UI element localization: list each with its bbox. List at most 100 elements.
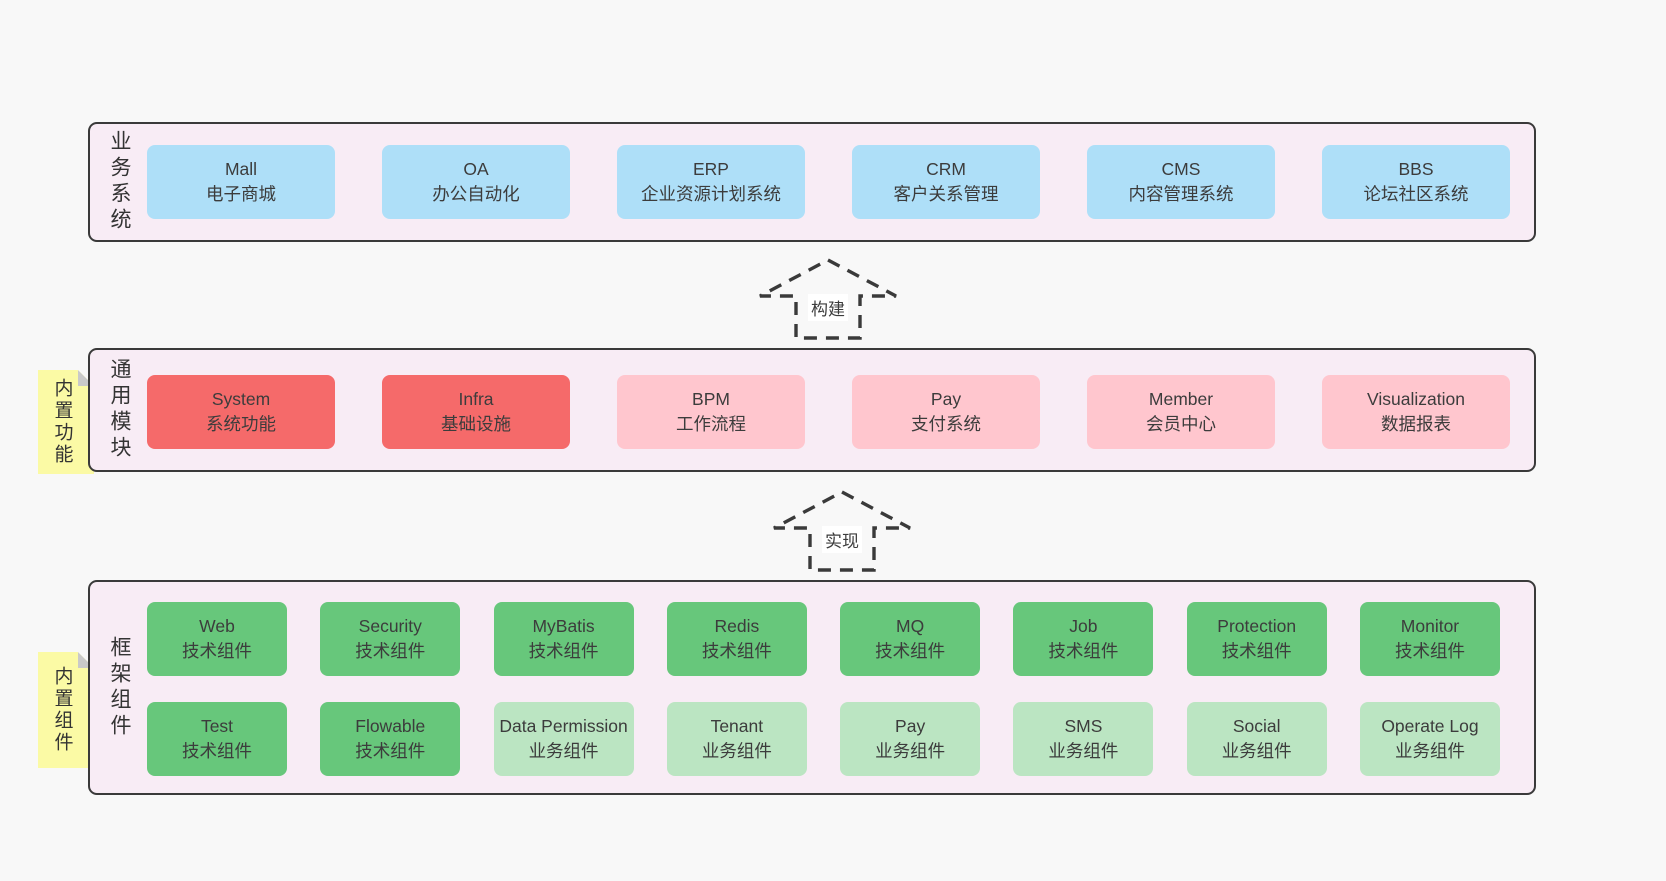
box-title: Member (1148, 389, 1214, 410)
component-box-row-1: Web 技术组件 Security 技术组件 MyBatis 技术组件 Redi… (147, 602, 1500, 676)
box-mq: MQ 技术组件 (840, 602, 981, 676)
box-title: Social (1232, 716, 1281, 737)
box-member: Member 会员中心 (1087, 375, 1275, 449)
box-subtitle: 数据报表 (1381, 414, 1451, 434)
layer-common-modules: 通用模块 System 系统功能 Infra 基础设施 BPM 工作流程 Pay… (88, 348, 1536, 472)
box-sms: SMS 业务组件 (1013, 702, 1154, 776)
box-web: Web 技术组件 (147, 602, 287, 676)
box-operate-log: Operate Log 业务组件 (1359, 702, 1500, 776)
box-mybatis: MyBatis 技术组件 (493, 602, 634, 676)
build-arrow: 构建 (756, 256, 900, 342)
box-redis: Redis 技术组件 (666, 602, 807, 676)
box-subtitle: 系统功能 (206, 414, 276, 434)
box-subtitle: 业务组件 (1221, 741, 1292, 761)
box-subtitle: 技术组件 (182, 641, 252, 661)
implement-arrow-label: 实现 (822, 526, 862, 553)
box-subtitle: 论坛社区系统 (1363, 184, 1469, 204)
box-subtitle: 技术组件 (701, 641, 772, 661)
box-subtitle: 业务组件 (528, 741, 599, 761)
box-subtitle: 技术组件 (182, 741, 252, 761)
box-title: Pay (895, 716, 926, 737)
box-visualization: Visualization 数据报表 (1322, 375, 1510, 449)
business-box-row: Mall 电子商城 OA 办公自动化 ERP 企业资源计划系统 CRM 客户关系… (147, 145, 1510, 219)
box-flowable: Flowable 技术组件 (320, 702, 461, 776)
box-oa: OA 办公自动化 (382, 145, 570, 219)
box-title: Monitor (1400, 616, 1460, 637)
box-subtitle: 技术组件 (528, 641, 599, 661)
box-pay-business: Pay 业务组件 (840, 702, 981, 776)
box-bpm: BPM 工作流程 (617, 375, 805, 449)
box-subtitle: 办公自动化 (432, 184, 520, 204)
box-subtitle: 电子商城 (206, 184, 276, 204)
box-title: Visualization (1367, 389, 1465, 410)
layer-framework-components: 框架组件 Web 技术组件 Security 技术组件 MyBatis 技术组件… (88, 580, 1536, 795)
layer-business-systems: 业务系统 Mall 电子商城 OA 办公自动化 ERP 企业资源计划系统 CRM… (88, 122, 1536, 242)
box-test: Test 技术组件 (147, 702, 287, 776)
sticky-note-builtin-functions: 内置功能 (38, 370, 94, 474)
box-title: Pay (930, 389, 962, 410)
box-title: Operate Log (1381, 716, 1479, 737)
box-subtitle: 业务组件 (1394, 741, 1465, 761)
build-arrow-label: 构建 (808, 294, 848, 321)
box-title: SMS (1064, 716, 1103, 737)
box-subtitle: 工作流程 (676, 414, 746, 434)
box-social: Social 业务组件 (1186, 702, 1327, 776)
box-subtitle: 技术组件 (355, 741, 426, 761)
layer-business-label: 业务系统 (108, 130, 131, 234)
box-title: Redis (714, 616, 760, 637)
note-text: 内置组件 (51, 666, 73, 754)
box-subtitle: 业务组件 (875, 741, 946, 761)
box-infra: Infra 基础设施 (382, 375, 570, 449)
box-subtitle: 内容管理系统 (1128, 184, 1234, 204)
box-title: BPM (692, 389, 730, 410)
box-job: Job 技术组件 (1013, 602, 1154, 676)
box-mall: Mall 电子商城 (147, 145, 335, 219)
box-subtitle: 客户关系管理 (893, 184, 999, 204)
layer-common-label: 通用模块 (108, 358, 131, 462)
box-title: MQ (896, 616, 925, 637)
box-title: Test (200, 716, 234, 737)
box-title: Mall (224, 159, 258, 180)
box-title: Security (358, 616, 422, 637)
box-subtitle: 会员中心 (1146, 414, 1216, 434)
box-title: CMS (1161, 159, 1201, 180)
box-erp: ERP 企业资源计划系统 (617, 145, 805, 219)
note-text: 内置功能 (51, 378, 73, 466)
module-box-row: System 系统功能 Infra 基础设施 BPM 工作流程 Pay 支付系统… (147, 375, 1510, 449)
box-title: Job (1069, 616, 1098, 637)
box-subtitle: 技术组件 (355, 641, 426, 661)
component-box-row-2: Test 技术组件 Flowable 技术组件 Data Permission … (147, 702, 1500, 776)
box-subtitle: 业务组件 (701, 741, 772, 761)
box-security: Security 技术组件 (320, 602, 461, 676)
box-crm: CRM 客户关系管理 (852, 145, 1040, 219)
box-protection: Protection 技术组件 (1186, 602, 1327, 676)
box-pay: Pay 支付系统 (852, 375, 1040, 449)
box-title: Data Permission (499, 716, 628, 737)
box-monitor: Monitor 技术组件 (1359, 602, 1500, 676)
box-data-permission: Data Permission 业务组件 (493, 702, 634, 776)
box-title: ERP (693, 159, 729, 180)
box-title: System (211, 389, 271, 410)
box-subtitle: 技术组件 (1394, 641, 1465, 661)
box-subtitle: 企业资源计划系统 (641, 184, 781, 204)
box-title: Web (199, 616, 235, 637)
implement-arrow: 实现 (770, 488, 914, 574)
box-subtitle: 技术组件 (875, 641, 946, 661)
box-title: Tenant (710, 716, 764, 737)
box-system: System 系统功能 (147, 375, 335, 449)
box-subtitle: 技术组件 (1048, 641, 1119, 661)
box-cms: CMS 内容管理系统 (1087, 145, 1275, 219)
box-title: Flowable (355, 716, 426, 737)
box-subtitle: 技术组件 (1221, 641, 1292, 661)
box-bbs: BBS 论坛社区系统 (1322, 145, 1510, 219)
box-subtitle: 基础设施 (441, 414, 511, 434)
box-title: Protection (1217, 616, 1297, 637)
layer-framework-label: 框架组件 (108, 635, 131, 740)
box-subtitle: 业务组件 (1048, 741, 1119, 761)
box-title: Infra (458, 389, 494, 410)
box-title: MyBatis (532, 616, 595, 637)
box-title: BBS (1398, 159, 1434, 180)
sticky-note-builtin-components: 内置组件 (38, 652, 94, 768)
box-title: OA (463, 159, 489, 180)
